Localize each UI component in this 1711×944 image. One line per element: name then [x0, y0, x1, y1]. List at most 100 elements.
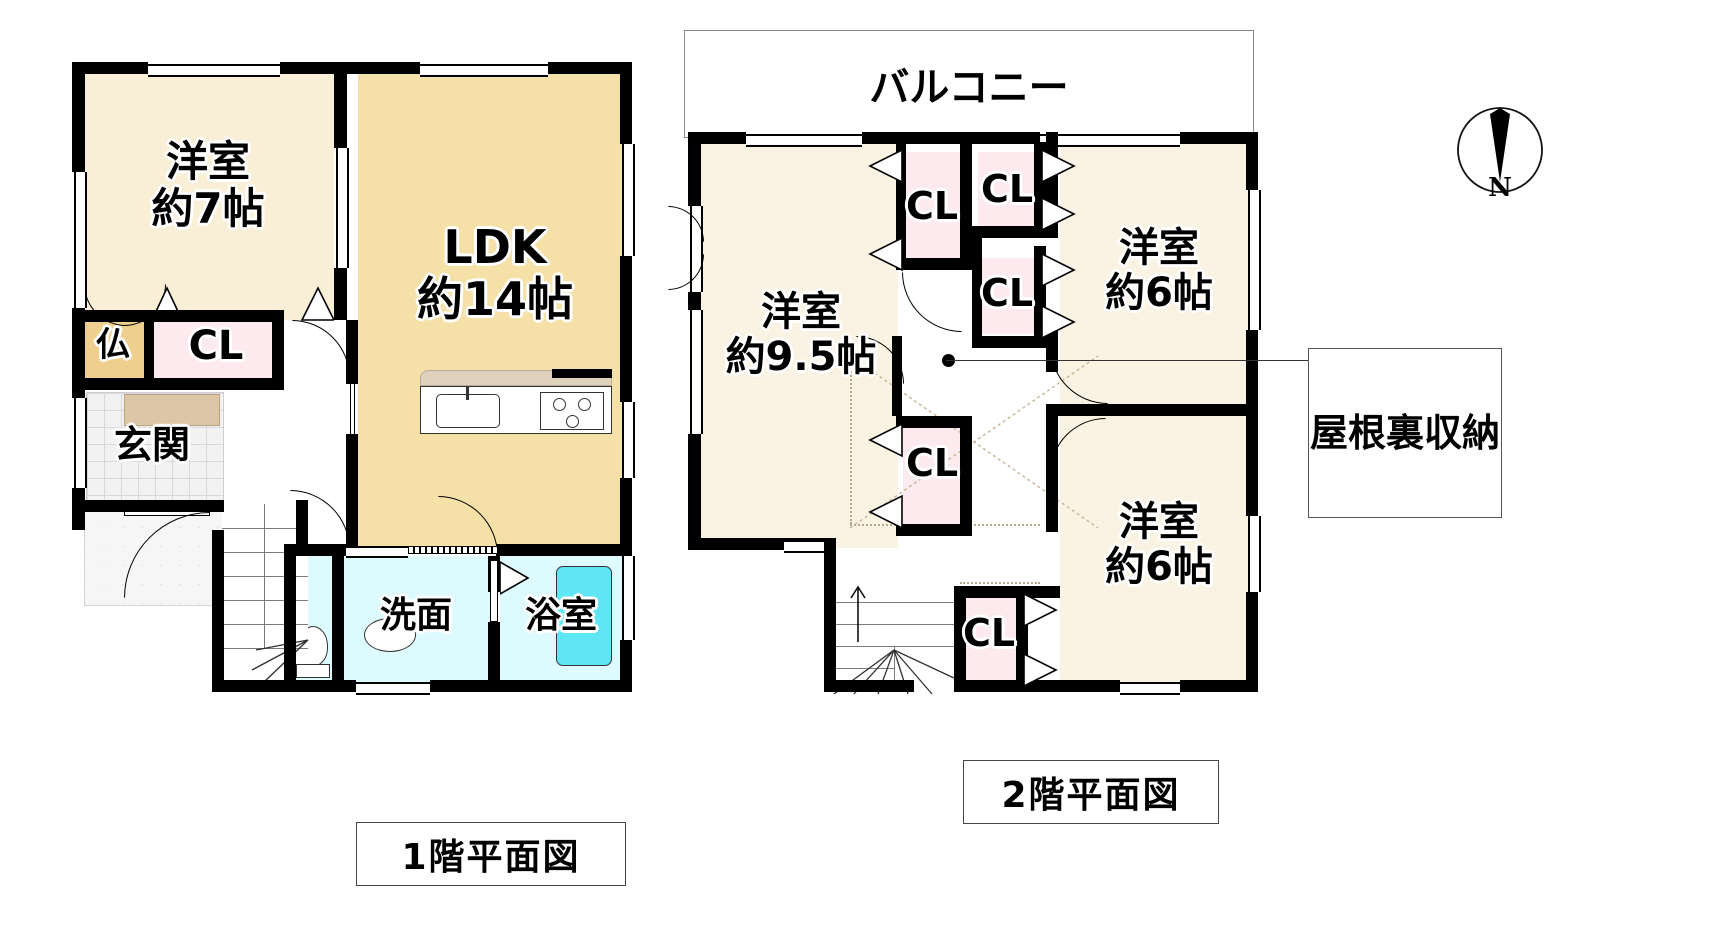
window-2f-top-1	[746, 134, 862, 147]
wall-1f-outer-top-c	[548, 62, 632, 74]
wall-1f-hall-ldk-b	[346, 434, 358, 494]
wall-1f-bedroom-ldk	[334, 62, 347, 148]
closet-2f-e	[960, 598, 1020, 688]
wall-2f-outer-bottom-b	[960, 680, 1120, 692]
bathtub	[556, 566, 612, 666]
label-bedroom-7: 洋室 約7帖	[151, 137, 265, 234]
label-bathroom: 浴室	[524, 595, 597, 636]
label-balcony: バルコニー	[869, 65, 1069, 111]
wall-1f-wet-left	[284, 556, 296, 692]
wall-2f-hall-right-c	[1046, 416, 1058, 532]
wall-2f-outer-left-b	[688, 292, 701, 310]
label-closet-cl-1f: CL	[188, 323, 244, 369]
north-arrow: N	[1442, 96, 1558, 208]
window-1f-top-2	[420, 64, 548, 77]
staircase-2f-treads	[830, 580, 954, 692]
wall-2f-cl-c-bottom	[972, 336, 1046, 348]
wall-1f-genkan-bottom	[72, 500, 224, 512]
closet-fold-doors-2f-d	[868, 422, 903, 530]
wall-1f-closet-bottom	[72, 378, 284, 390]
wall-2f-outer-left-a	[688, 132, 701, 206]
svg-text:N: N	[1488, 173, 1512, 203]
wall-2f-outer-bottom-c	[1180, 680, 1258, 692]
room-ldk-14	[358, 72, 632, 552]
wall-1f-outer-right-a	[620, 62, 632, 144]
wall-1f-bedroom-ldk-b	[334, 268, 347, 320]
stove-burner-1	[553, 398, 566, 411]
label-washroom: 洗面	[379, 595, 452, 636]
closet-fold-doors-2f-a	[868, 148, 903, 272]
wall-2f-outer-top-a	[688, 132, 746, 144]
callout-attic-storage: 屋根裏収納	[1308, 348, 1502, 518]
wall-2f-outer-right-a	[1246, 132, 1258, 190]
closet-2f-a	[903, 152, 961, 268]
closet-cl-1f	[152, 320, 280, 382]
wall-1f-bath-left-b	[488, 622, 500, 692]
wall-1f-outer-top-a	[72, 62, 148, 74]
attic-cross-hatch	[849, 355, 1099, 529]
label-closet-2f-d: CL	[905, 441, 959, 485]
toilet-tank	[296, 664, 330, 678]
kitchen-faucet	[466, 386, 469, 400]
label-bedroom-6a: 洋室 約6帖	[1105, 225, 1213, 316]
floor2-plan: バルコニー	[660, 0, 1320, 760]
label-bedroom-6b: 洋室 約6帖	[1105, 499, 1213, 590]
window-1f-right-1	[622, 144, 635, 256]
wall-1f-bottom-left-step	[212, 530, 224, 682]
staircase-2f	[830, 580, 954, 692]
window-1f-right-2	[622, 402, 635, 478]
label-closet-2f-e: CL	[962, 611, 1016, 655]
wall-2f-cl-b-bottom	[972, 226, 1046, 238]
wall-1f-closet-right	[272, 310, 284, 384]
wall-2f-outer-top-b	[862, 132, 1040, 144]
bath-door-panel	[490, 560, 498, 622]
wall-2f-cl-a-bottom	[896, 258, 972, 270]
window-2f-step	[784, 540, 828, 553]
wall-1f-wet-top-b	[496, 544, 632, 556]
caption-floor2: 2階平面図	[963, 760, 1219, 824]
label-closet-2f-b: CL	[980, 167, 1034, 211]
label-genkan: 玄関	[113, 423, 190, 467]
wall-2f-bedroom-split	[1046, 404, 1258, 416]
balcony	[684, 30, 1254, 138]
closet-2f-d	[903, 428, 961, 524]
wall-1f-hall-ldk	[346, 320, 358, 384]
attic-outline-bottom-2	[960, 582, 1040, 584]
wall-1f-outer-top-b	[280, 62, 420, 74]
wall-1f-wet-top	[284, 544, 346, 556]
wall-2f-outer-left-c	[688, 434, 701, 550]
wall-2f-cl-c-left	[972, 238, 982, 348]
wall-2f-outer-right-b	[1246, 330, 1258, 516]
closet-fold-doors-2f-b	[1041, 148, 1076, 232]
window-1f-top-1	[148, 64, 280, 77]
window-2f-top-2	[1040, 134, 1180, 147]
sliding-door-washroom	[406, 546, 498, 554]
wall-2f-outer-right-c	[1246, 592, 1258, 692]
bath-door-arrow	[500, 561, 530, 595]
window-2f-right-1	[1248, 190, 1261, 330]
vanity-basin	[364, 618, 416, 652]
wall-2f-step-left	[824, 538, 836, 692]
wall-2f-cl-d-right	[960, 416, 972, 536]
label-butsudan: 仏	[96, 325, 130, 365]
wall-1f-outer-bottom-b	[430, 680, 632, 692]
wall-2f-outer-top-c	[1180, 132, 1258, 144]
wall-1f-stair-right	[296, 500, 308, 556]
closet-2f-c	[978, 258, 1036, 334]
wall-1f-outer-left-b	[72, 308, 85, 398]
wall-1f-toilet-right	[332, 556, 344, 692]
stove-burner-2	[578, 398, 591, 411]
closet-fold-doors-2f-e	[1023, 592, 1058, 688]
attic-leader-line	[946, 360, 1396, 362]
wall-1f-outer-right-b	[620, 256, 632, 402]
closet-fold-doors-2f-c	[1041, 252, 1076, 340]
range-hood	[552, 369, 612, 378]
attic-outline-left	[850, 356, 852, 524]
door-swing-ldk-hall	[292, 320, 350, 378]
room-bedroom-7	[82, 72, 334, 320]
shoe-cabinet	[124, 394, 220, 426]
label-ldk-14: LDK 約14帖	[416, 220, 573, 326]
window-1f-bottom-1	[356, 682, 430, 695]
window-2f-right-2	[1248, 516, 1261, 592]
